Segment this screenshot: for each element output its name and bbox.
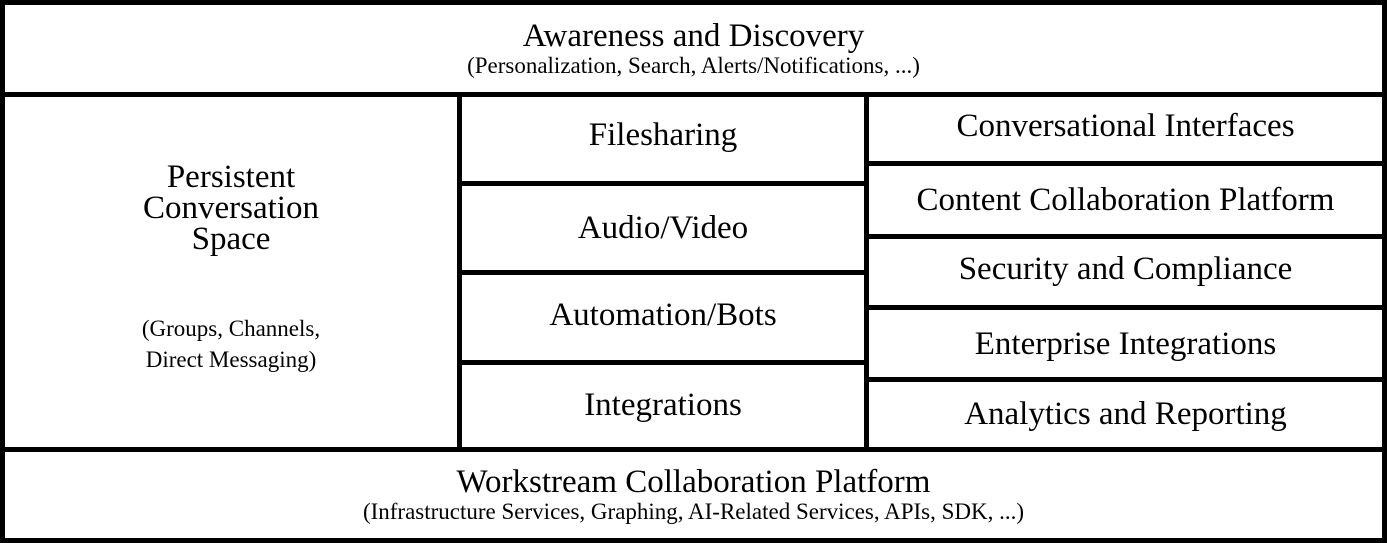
- filesharing-box: Filesharing: [457, 92, 869, 186]
- analytics-and-reporting-box: Analytics and Reporting: [864, 377, 1387, 452]
- audio-video-box: Audio/Video: [457, 181, 869, 275]
- persistent-conversation-space-title: Persistent Conversation Space: [143, 158, 319, 257]
- integrations-box: Integrations: [457, 360, 869, 452]
- security-and-compliance-box: Security and Compliance: [864, 234, 1387, 310]
- enterprise-integrations-label: Enterprise Integrations: [974, 325, 1277, 362]
- awareness-and-discovery-box: Awareness and Discovery (Personalization…: [0, 0, 1387, 97]
- automation-bots-box: Automation/Bots: [457, 270, 869, 365]
- left-title-line-2: Conversation: [143, 189, 319, 226]
- analytics-and-reporting-label: Analytics and Reporting: [964, 395, 1287, 432]
- left-subtitle-line-1: (Groups, Channels,: [141, 315, 321, 341]
- persistent-conversation-space-subtitle: (Groups, Channels, Direct Messaging): [142, 313, 320, 375]
- security-and-compliance-label: Security and Compliance: [958, 251, 1293, 287]
- workstream-collaboration-platform-box: Workstream Collaboration Platform (Infra…: [0, 447, 1387, 543]
- workstream-collaboration-platform-subtitle: (Infrastructure Services, Graphing, AI-R…: [362, 499, 1025, 524]
- filesharing-label: Filesharing: [588, 117, 738, 153]
- workstream-collaboration-platform-title: Workstream Collaboration Platform: [456, 464, 931, 500]
- left-title-line-1: Persistent: [166, 158, 296, 195]
- awareness-and-discovery-subtitle: (Personalization, Search, Alerts/Notific…: [467, 52, 920, 78]
- automation-bots-label: Automation/Bots: [549, 296, 777, 333]
- persistent-conversation-space-box: Persistent Conversation Space (Groups, C…: [0, 92, 462, 452]
- left-title-line-3: Space: [191, 220, 271, 257]
- content-collaboration-platform-label: Content Collaboration Platform: [916, 182, 1335, 218]
- enterprise-integrations-box: Enterprise Integrations: [864, 305, 1387, 382]
- awareness-and-discovery-title: Awareness and Discovery: [522, 17, 865, 54]
- integrations-label: Integrations: [584, 387, 742, 423]
- conversational-interfaces-label: Conversational Interfaces: [956, 108, 1295, 144]
- conversational-interfaces-box: Conversational Interfaces: [864, 92, 1387, 166]
- left-subtitle-line-2: Direct Messaging): [145, 346, 317, 372]
- audio-video-label: Audio/Video: [577, 210, 749, 246]
- content-collaboration-platform-box: Content Collaboration Platform: [864, 161, 1387, 239]
